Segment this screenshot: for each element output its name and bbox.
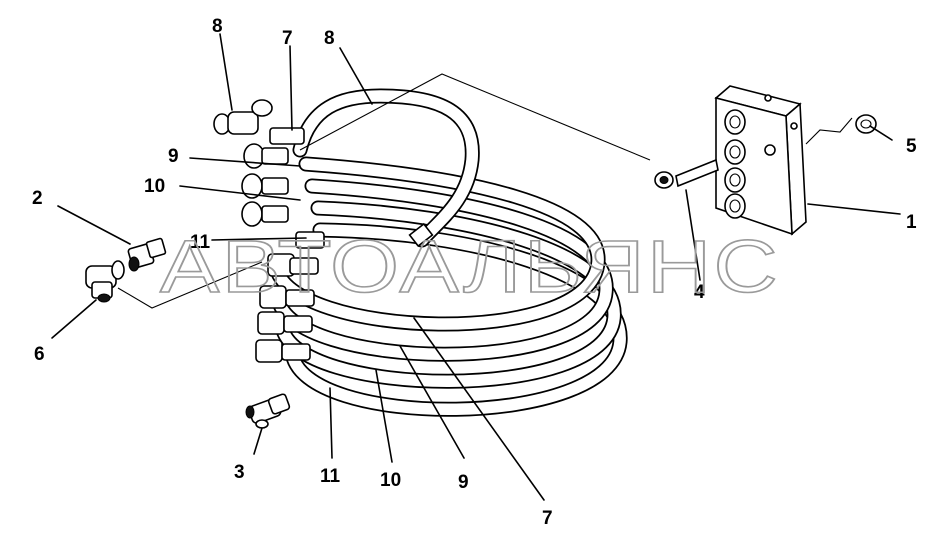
assembly-bracket-lines [117, 73, 651, 309]
callout-11-bottom: 11 [320, 466, 341, 487]
elbow-fitting-6 [85, 260, 125, 303]
callout-9-bottom: 9 [458, 472, 469, 493]
watermark: АВТОАЛЬЯНС [160, 225, 780, 308]
hex-fittings-lower [255, 253, 319, 363]
callout-4: 4 [694, 282, 705, 303]
callout-11-left: 11 [190, 232, 211, 253]
callout-3: 3 [234, 462, 245, 483]
hose-ferrule [408, 222, 434, 248]
callout-2: 2 [32, 188, 43, 209]
callout-8-left: 8 [212, 16, 223, 37]
callout-1: 1 [906, 212, 917, 233]
leader-lines [51, 33, 901, 501]
hose-end-fittings [213, 99, 325, 363]
crimp-sleeve [269, 127, 305, 145]
elbow-fitting-top [213, 99, 273, 135]
manifold-block [714, 85, 807, 236]
elbow-fitting-3 [245, 393, 291, 429]
callout-8-mid: 8 [324, 28, 335, 49]
callout-9-left: 9 [168, 146, 179, 167]
bolt [654, 158, 719, 189]
callout-10-left: 10 [144, 176, 165, 197]
callout-6: 6 [34, 344, 45, 365]
crimp-sleeve-11 [295, 231, 325, 249]
o-ring-plug [805, 114, 877, 145]
callout-7-top: 7 [282, 28, 293, 49]
hose-loop [292, 88, 480, 248]
fitting-stack [241, 143, 289, 227]
callout-7-bottom: 7 [542, 508, 553, 529]
callout-10-bottom: 10 [380, 470, 401, 491]
straight-adapter [127, 237, 167, 272]
hose-coil [268, 156, 628, 417]
callout-5: 5 [906, 136, 917, 157]
callout-labels: 8 7 8 9 10 11 2 6 3 4 1 5 11 10 9 7 [32, 16, 917, 529]
